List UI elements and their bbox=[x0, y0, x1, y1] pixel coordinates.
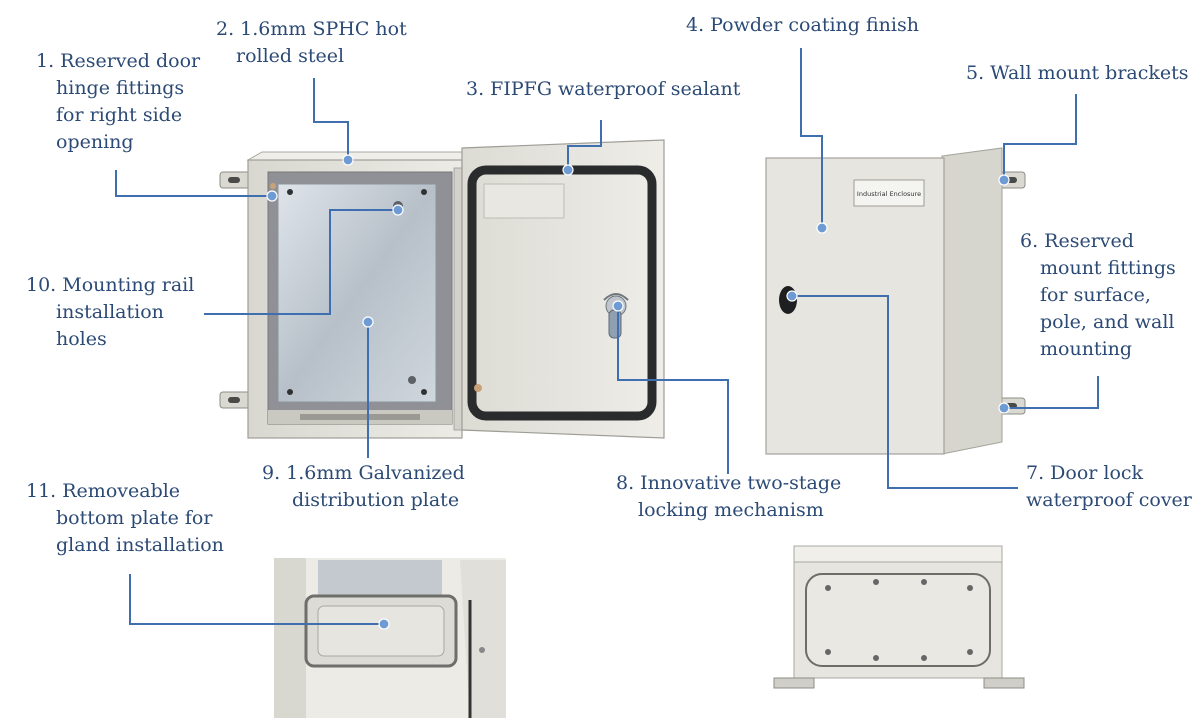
callout-1: 1. Reserved door hinge fittings for righ… bbox=[36, 50, 201, 153]
underside-photo bbox=[773, 545, 1025, 689]
callout-3: 3. FIPFG waterproof sealant bbox=[466, 78, 741, 100]
leader-8 bbox=[617, 306, 729, 474]
leader-4 bbox=[800, 48, 823, 228]
callout-2: 2. 1.6mm SPHC hot rolled steel bbox=[216, 18, 407, 67]
leader-lines bbox=[115, 48, 1099, 630]
bottom-plate-photo bbox=[274, 558, 506, 718]
enclosure-nameplate: Industrial Enclosure bbox=[857, 190, 921, 198]
leader-10 bbox=[204, 209, 398, 315]
open-door bbox=[461, 139, 665, 439]
leader-6 bbox=[1004, 376, 1099, 409]
leader-1 bbox=[115, 170, 272, 197]
open-enclosure bbox=[219, 151, 465, 439]
callout-7: 7. Door lock waterproof cover bbox=[1026, 462, 1192, 511]
callout-4: 4. Powder coating finish bbox=[686, 14, 919, 36]
galvanized-plate bbox=[277, 183, 437, 403]
leader-7 bbox=[792, 295, 1018, 489]
leader-11 bbox=[129, 574, 384, 625]
waterproof-gasket bbox=[467, 165, 657, 421]
closed-enclosure: Industrial Enclosure bbox=[765, 147, 1026, 455]
callout-8: 8. Innovative two-stage locking mechanis… bbox=[616, 472, 842, 521]
callout-6: 6. Reserved mount fittings for surface, … bbox=[1020, 230, 1176, 360]
callout-11: 11. Removeable bottom plate for gland in… bbox=[26, 480, 224, 556]
leader-3 bbox=[567, 120, 602, 170]
callout-10: 10. Mounting rail installation holes bbox=[26, 274, 195, 350]
callout-9: 9. 1.6mm Galvanized distribution plate bbox=[262, 462, 465, 511]
leader-5 bbox=[1003, 94, 1077, 180]
leader-2 bbox=[313, 78, 349, 160]
callout-5: 5. Wall mount brackets bbox=[966, 62, 1189, 84]
